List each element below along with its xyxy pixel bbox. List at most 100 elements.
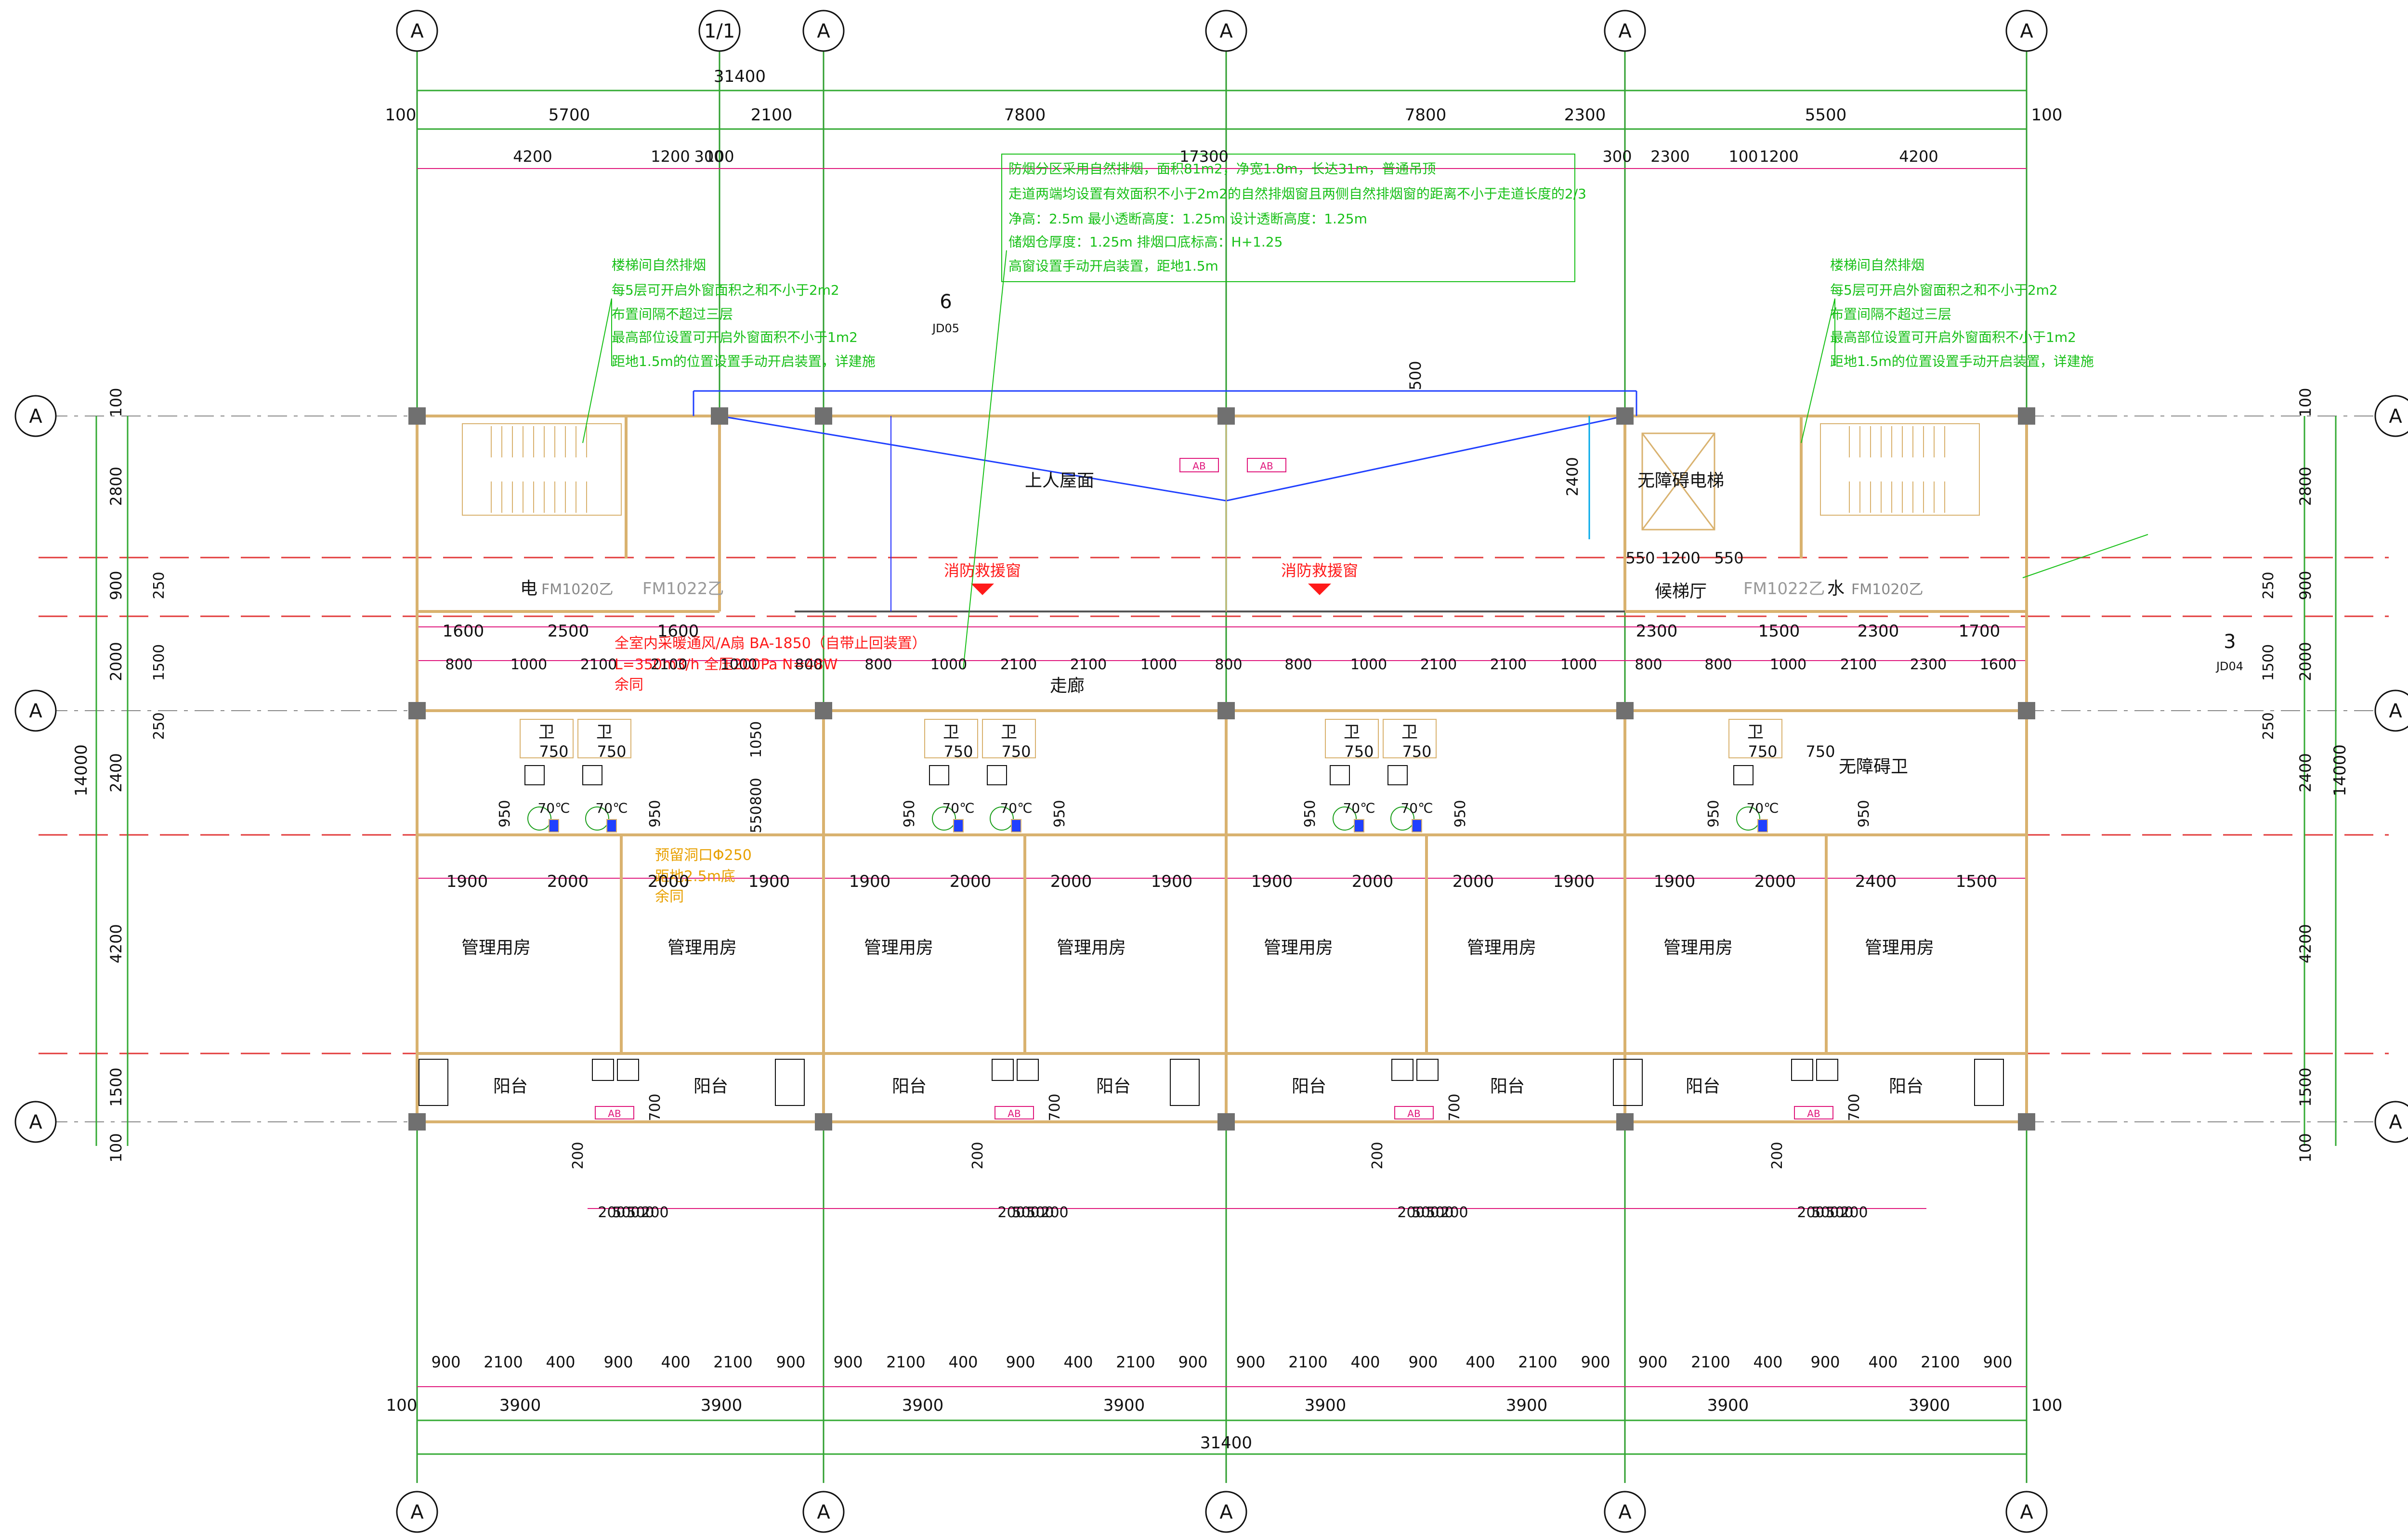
balcony-dim-b-2: 200 [1369, 1142, 1386, 1169]
dim-left-inner-2: 250 [151, 712, 168, 740]
dim-small-1-2: 500 [1026, 1204, 1054, 1221]
dim-dimensions-bottom_row2-0: 100 [386, 1396, 418, 1415]
axis-bubble-bottom-3: A [1604, 1491, 1646, 1533]
valve-icon [1354, 819, 1364, 832]
washer-fixture [1416, 1059, 1439, 1081]
dim-dimensions-top_row2-4: 17300 [1179, 147, 1229, 166]
dim-dimensions-room_row-15: 1500 [1956, 872, 1998, 891]
stair-note-left-1: 楼梯间自然排烟 [612, 257, 706, 273]
dim-dimensions-bottom_row2-2: 3900 [701, 1396, 743, 1415]
column [1616, 702, 1634, 719]
dim-dimensions-bottom_row1-15: 2100 [1288, 1353, 1327, 1371]
dim-dimensions-top_row2-0: 4200 [513, 147, 552, 166]
balcony-sink [419, 1059, 448, 1106]
dim-dimensions-bottom_row2-8: 3900 [1909, 1396, 1950, 1415]
dim-dimensions-bottom_row1-22: 2100 [1691, 1353, 1730, 1371]
axis-bubble-bottom-1: A [802, 1491, 845, 1533]
red-note-1: 全室内采暖通风/A扇 BA-1850（自带止回装置） [615, 635, 927, 652]
dim-dimensions-top_row2-9: 4200 [1899, 147, 1938, 166]
fixture-label-2-0: 70℃ [1343, 800, 1375, 816]
orange-note-2: 距地2.5m底 [655, 868, 735, 885]
balcony-sink [1613, 1059, 1643, 1106]
toilet-fixture [1333, 806, 1357, 831]
balcony-sink [1170, 1059, 1200, 1106]
axis-bubble-bottom-0: A [396, 1491, 438, 1533]
dim-dimensions-corridor_row1-2: 1600 [657, 622, 699, 641]
room-water: 水 [1827, 579, 1845, 598]
balcony-label-2: 阳台 [892, 1077, 927, 1096]
dim-dimensions-bottom_row1-18: 400 [1466, 1353, 1495, 1371]
dim-small-2-3: 200 [1440, 1204, 1468, 1221]
dim-dimensions-bottom_row1-5: 2100 [713, 1353, 752, 1371]
dim-dimensions-top_row1-1: 5700 [549, 105, 590, 125]
valve-icon [1011, 819, 1021, 832]
fixture-label-2-1: 70℃ [1400, 800, 1433, 816]
stair-note-right-2: 每5层可开启外窗面积之和不小于2m2 [1830, 282, 2058, 298]
stair-note-right-5: 距地1.5m的位置设置手动开启装置，详建施 [1830, 353, 2094, 369]
dim-dimensions-corridor_row2-5: 800 [795, 656, 822, 673]
dim-right-3: 2000 [2296, 642, 2315, 681]
washer-fixture [592, 1059, 614, 1081]
dim-small-3-3: 200 [1840, 1204, 1868, 1221]
dim-dimensions-top_row2-6: 2300 [1650, 147, 1689, 166]
valve-icon [1757, 819, 1768, 832]
dim-right-inner-2: 250 [2260, 712, 2277, 740]
toilet-room [924, 719, 978, 758]
balcony-label-4: 阳台 [1292, 1077, 1326, 1096]
dim-dimensions-top_row1-5: 2300 [1564, 105, 1606, 125]
roof-edge [693, 390, 1637, 611]
dim-dimensions-corridor_row2-17: 800 [1635, 656, 1662, 673]
axis-bubble-top-4-label: A [1618, 20, 1632, 42]
dim-dimensions-bottom_row1-3: 900 [603, 1353, 633, 1371]
balcony-dim-b-1: 200 [969, 1142, 986, 1169]
dim-dimensions-room_row-13: 2000 [1754, 872, 1796, 891]
room-elevator: 无障碍电梯 [1637, 471, 1724, 491]
dim-dimensions-bottom_row1-13: 900 [1178, 1353, 1207, 1371]
fixture-label-1-0: 70℃ [942, 800, 974, 816]
dim-right-total: 14000 [2330, 744, 2350, 796]
valve-icon [549, 819, 559, 832]
toilet-label-2-0: 卫 [1344, 723, 1360, 742]
dim-dimensions-bottom_row1-2: 400 [546, 1353, 575, 1371]
balcony-label-1: 阳台 [694, 1077, 728, 1096]
dim-left-inner-0: 250 [151, 572, 168, 599]
toilet-dim-a-2: 750 [1344, 742, 1374, 761]
axis-bubble-top-3: A [1205, 10, 1247, 52]
axis-bubble-top-2: A [802, 10, 845, 52]
dim-dimensions-room_row-11: 1900 [1553, 872, 1595, 891]
dim-dimensions-bottom_row1-24: 900 [1810, 1353, 1840, 1371]
structural-columns [408, 407, 2035, 1131]
dim-dimensions-corridor_row2-8: 2100 [1000, 656, 1037, 673]
dim-dimensions-corridor_row2-3: 2100 [651, 656, 687, 673]
dim-dimensions-bottom_row1-4: 400 [661, 1353, 690, 1371]
toilet-dim-b-2: 750 [1402, 742, 1431, 761]
axis-bubble-top-1: 1/1 [698, 10, 741, 52]
dim-dimensions-room_row-7: 1900 [1151, 872, 1193, 891]
ab-tag-box [595, 1106, 634, 1119]
column [711, 407, 728, 425]
door-label-right: FM1020乙 [1851, 581, 1924, 598]
balcony-label-7: 阳台 [1889, 1077, 1924, 1096]
dim-dimensions-room_row-0: 1900 [446, 872, 488, 891]
toilet-dim-b-1: 750 [1001, 742, 1031, 761]
stair-right [1820, 423, 1980, 516]
washer-fixture [1816, 1059, 1838, 1081]
dim-dimensions-room_row-3: 1900 [748, 872, 790, 891]
stair-note-left-4: 最高部位设置可开启外窗面积不小于1m2 [612, 329, 858, 345]
ab-tag-box [1794, 1106, 1833, 1119]
stair-note-right-1: 楼梯间自然排烟 [1830, 257, 1924, 273]
room-roof: 上人屋面 [1025, 471, 1094, 491]
dim-dimensions-bottom_row2-4: 3900 [1103, 1396, 1145, 1415]
stair-note-left: 楼梯间自然排烟 每5层可开启外窗面积之和不小于2m2 布置间隔不超过三层 最高部… [612, 257, 876, 369]
dim-right-2: 900 [2296, 571, 2315, 600]
toilet-dim-c-3: 950 [1705, 800, 1722, 827]
dim-dimensions-bottom_row1-7: 900 [833, 1353, 863, 1371]
dim-dimensions-corridor_row2-7: 1000 [930, 656, 967, 673]
dim-dimensions-corridor_row2-6: 800 [864, 656, 892, 673]
office-label-7: 管理用房 [1865, 938, 1934, 958]
sink-fixture [929, 765, 949, 785]
ab-tag-box [995, 1106, 1034, 1119]
dim-small-0-1: 500 [612, 1204, 640, 1221]
dim-dimensions-room_row-12: 1900 [1654, 872, 1696, 891]
